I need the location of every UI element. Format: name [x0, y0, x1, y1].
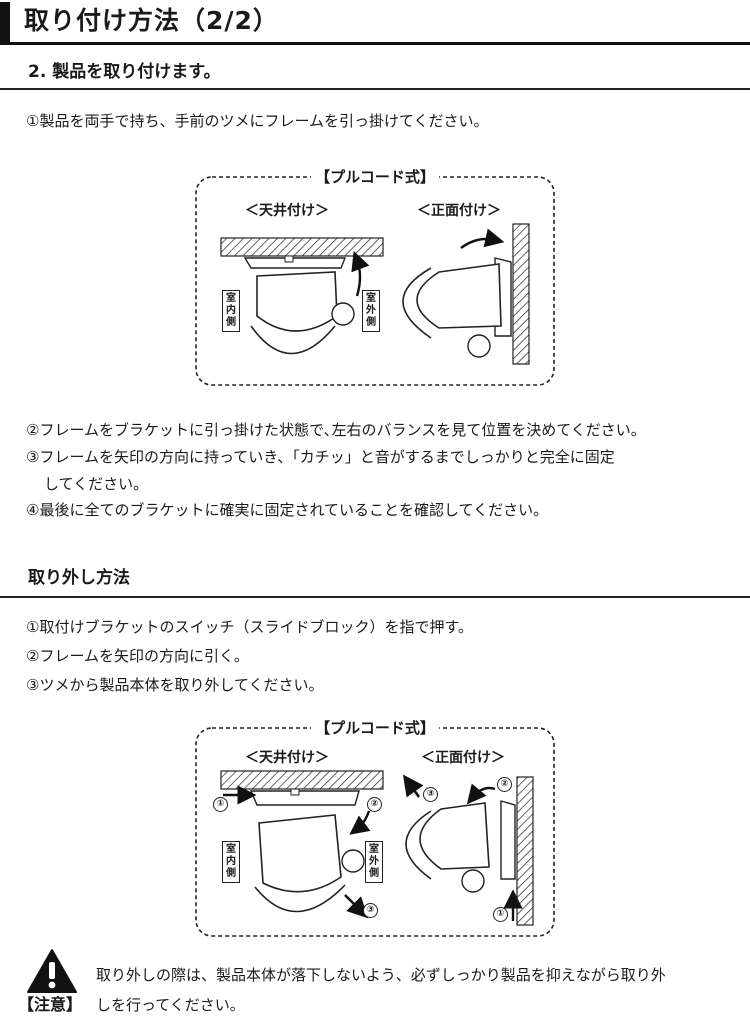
removal-ceiling-label: ＜天井付け＞ — [245, 750, 329, 766]
removal-step-2: ②フレームを矢印の方向に引く。 — [26, 647, 249, 665]
warning-triangle-icon — [27, 949, 77, 993]
install-step-4: ④最後に全てのブラケットに確実に固定されていることを確認してください。 — [26, 501, 549, 519]
install-heading: 2. 製品を取り付けます。 — [28, 62, 221, 82]
removal-diagram-title: 【プルコード式】 — [195, 718, 555, 738]
removal-diagram: 【プルコード式】 ＜天井付け＞ ＜正面付け＞ 室内側 室外側 ① ② ③ ③ ②… — [195, 719, 555, 937]
removal-divider — [0, 596, 750, 598]
install-diagram-drawing — [195, 176, 555, 386]
install-step-1: ①製品を両手で持ち、手前のツメにフレームを引っ掛けてください。 — [26, 112, 489, 130]
install-diagram: 【プルコード式】 ＜天井付け＞ ＜正面付け＞ 室内側 室外側 — [195, 168, 555, 386]
title-divider — [0, 42, 750, 45]
removal-diagram-drawing — [195, 727, 555, 937]
install-outdoor-label: 室外側 — [362, 290, 380, 332]
removal-heading: 取り外し方法 — [28, 568, 130, 588]
page-title: 取り付け方法（2/2） — [24, 6, 279, 35]
title-accent-bar — [0, 2, 10, 42]
caution-text-line-1: 取り外しの際は、製品本体が落下しないよう、必ずしっかり製品を抑えながら取り外 — [96, 966, 666, 984]
removal-num-1-front: ① — [493, 907, 508, 922]
removal-step-1: ①取付けブラケットのスイッチ（スライドブロック）を指で押す。 — [26, 618, 473, 636]
removal-indoor-label: 室内側 — [222, 841, 240, 883]
removal-front-label: ＜正面付け＞ — [421, 750, 505, 766]
install-step-3-cont: してください。 — [44, 475, 149, 493]
caution-label: 【注意】 — [18, 995, 83, 1014]
caution-text-line-2: しを行ってください。 — [96, 996, 245, 1014]
removal-outdoor-label: 室外側 — [365, 841, 383, 883]
removal-num-2-ceiling: ② — [367, 797, 382, 812]
install-divider — [0, 88, 750, 90]
removal-num-1-ceiling: ① — [213, 797, 228, 812]
install-front-label: ＜正面付け＞ — [417, 203, 501, 219]
install-indoor-label: 室内側 — [222, 290, 240, 332]
removal-num-3-ceiling: ③ — [363, 903, 378, 918]
install-step-2: ②フレームをブラケットに引っ掛けた状態で､左右のバランスを見て位置を決めてくださ… — [26, 421, 646, 439]
page-title-bar: 取り付け方法（2/2） — [0, 0, 750, 45]
removal-num-2-front: ② — [497, 777, 512, 792]
install-step-3: ③フレームを矢印の方向に持っていき、「カチッ」と音がするまでしっかりと完全に固定 — [26, 448, 615, 466]
removal-num-3-front: ③ — [423, 787, 438, 802]
removal-step-3: ③ツメから製品本体を取り外してください。 — [26, 676, 324, 694]
install-ceiling-label: ＜天井付け＞ — [245, 203, 329, 219]
install-diagram-title: 【プルコード式】 — [195, 167, 555, 187]
